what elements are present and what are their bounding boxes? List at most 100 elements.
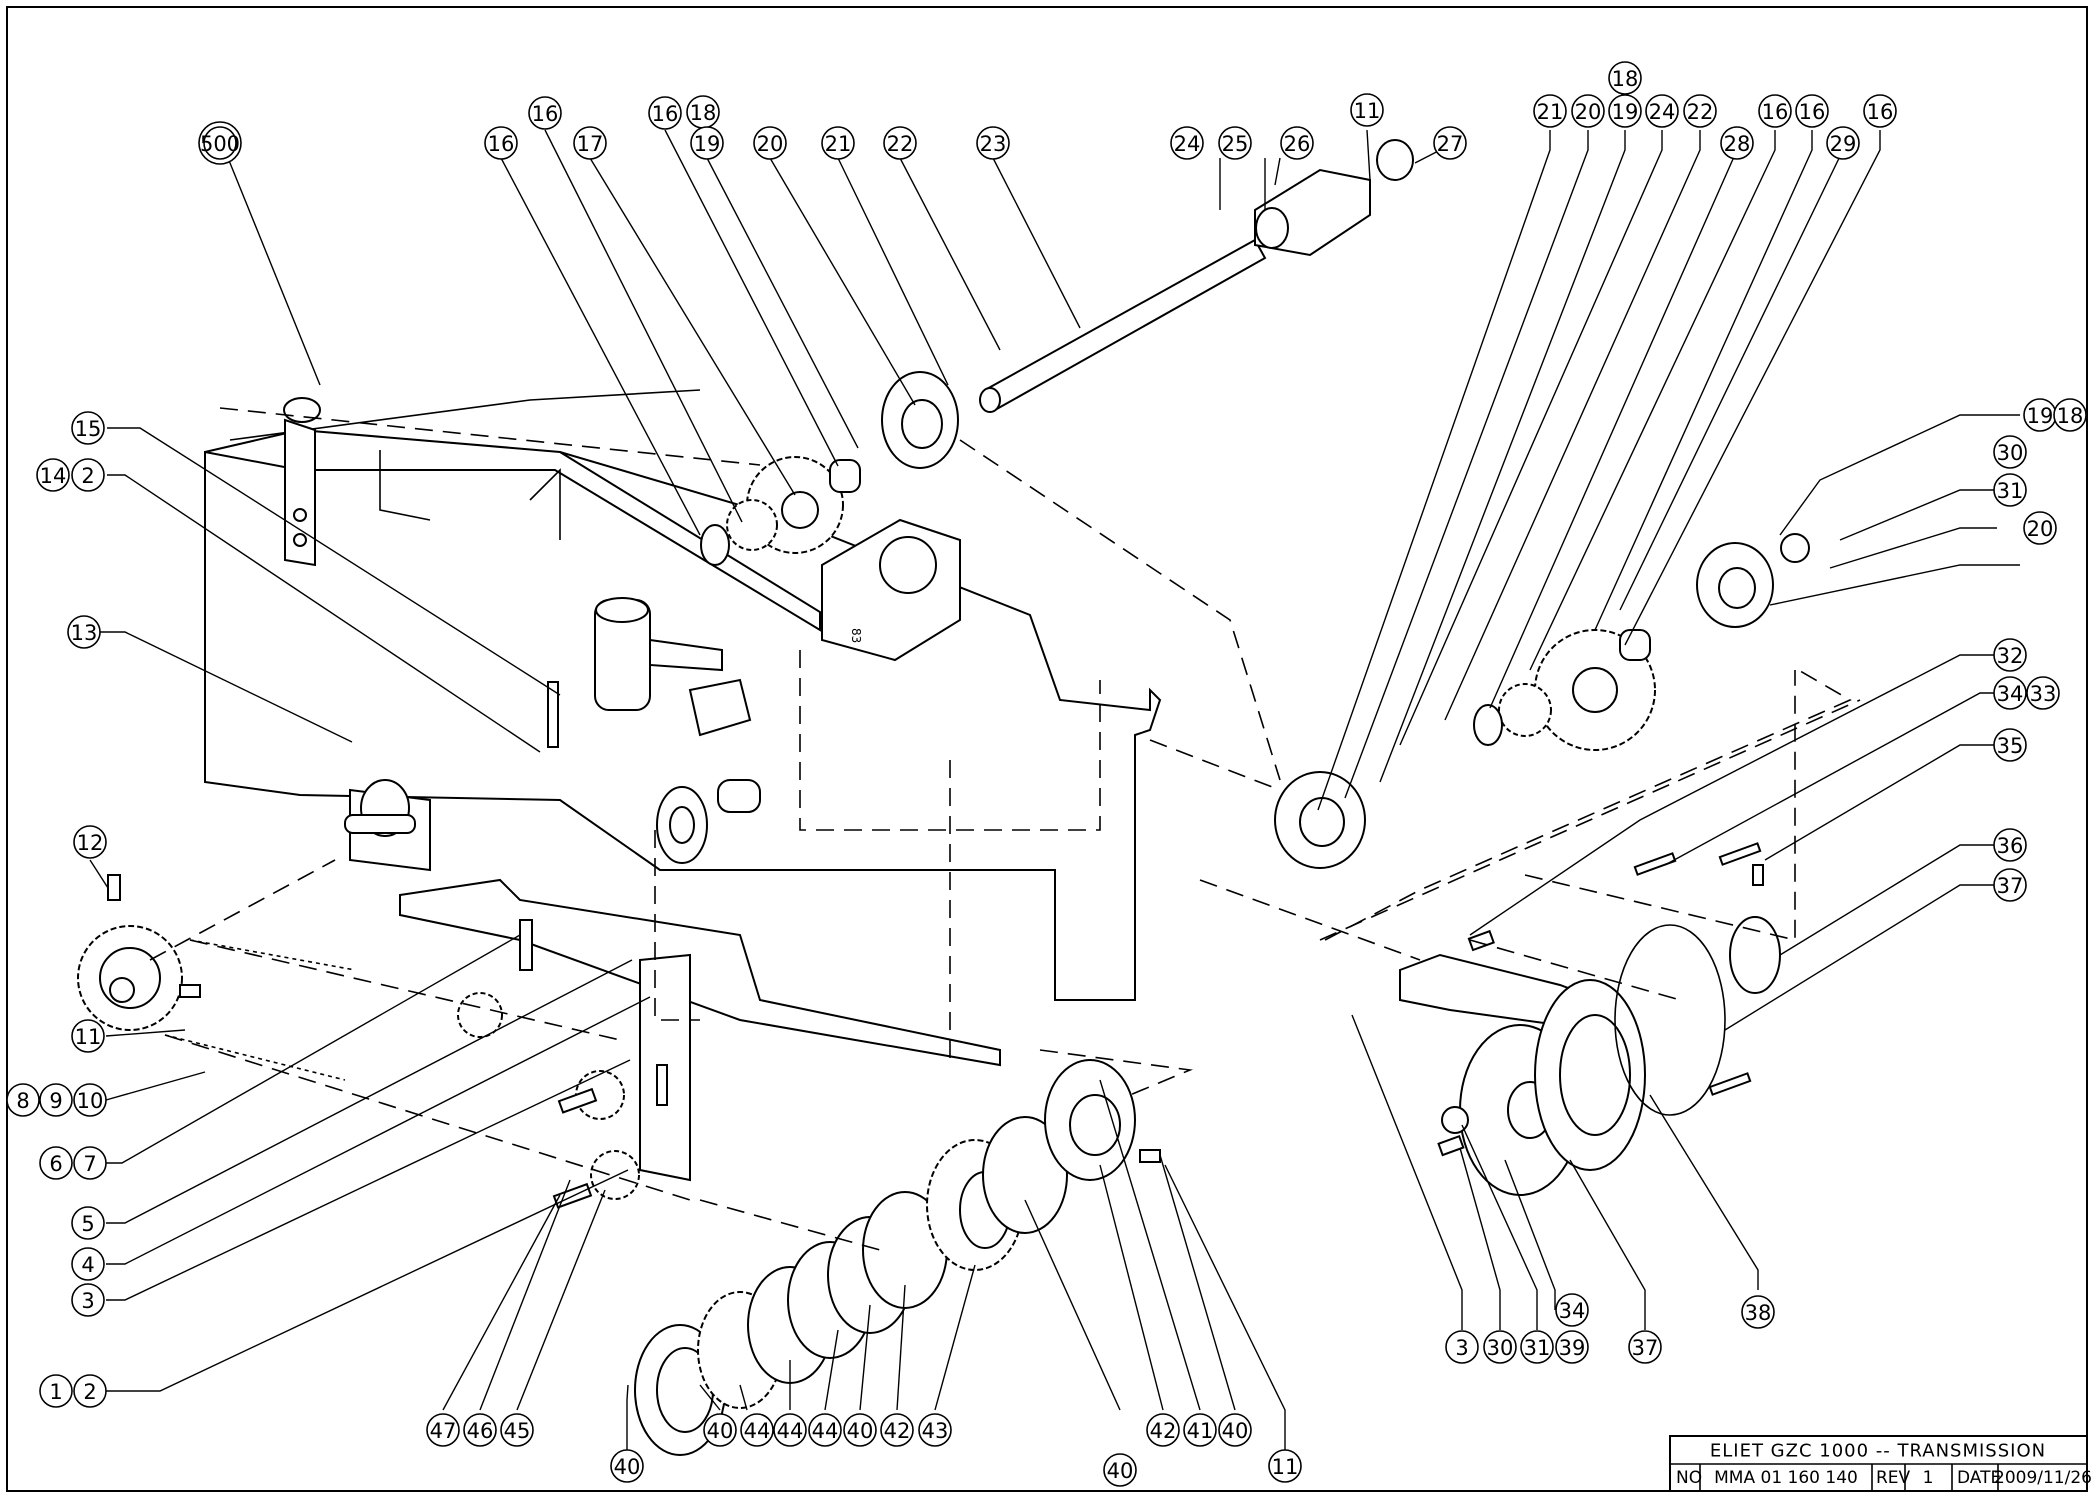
callout-16: 16: [648, 96, 682, 130]
callout-label: 45: [504, 1419, 531, 1443]
shaft-23-end: [979, 387, 1001, 413]
callout-label: 42: [1150, 1419, 1177, 1443]
bolt-right-lower: [1708, 1072, 1752, 1096]
date-label: DATE: [1957, 1468, 2001, 1488]
bolt-2: [547, 681, 559, 748]
callout-12: 12: [73, 825, 107, 859]
date-value: 2009/11/26: [1994, 1468, 2092, 1488]
callout-16: 16: [1795, 94, 1829, 128]
callout-37: 37: [1993, 868, 2027, 902]
callout-label: 16: [532, 102, 559, 126]
rev-label: REV: [1876, 1468, 1911, 1488]
callout-label: 20: [1575, 100, 1602, 124]
callout-47: 47: [426, 1413, 460, 1447]
callout-label: 30: [1997, 441, 2024, 465]
tensioner-slot: [656, 1064, 668, 1106]
callout-label: 2: [81, 464, 94, 488]
clutch-drum-38-inner: [1559, 1014, 1631, 1136]
callout-label: 5: [81, 1212, 94, 1236]
callout-label: 42: [884, 1419, 911, 1443]
callout-24: 24: [1170, 126, 1204, 160]
idler-sprocket-c: [457, 992, 503, 1038]
callout-40: 40: [843, 1413, 877, 1447]
callout-20: 20: [2023, 511, 2057, 545]
callout-label: 16: [1799, 100, 1826, 124]
callout-label: 13: [71, 621, 98, 645]
bolt-32: [1467, 929, 1495, 952]
callout-label: 19: [1612, 100, 1639, 124]
idler-sprocket-b: [590, 1150, 640, 1200]
callout-40: 40: [703, 1413, 737, 1447]
callout-18: 18: [2053, 398, 2087, 432]
cover-plate-37: [1614, 924, 1726, 1116]
callout-label: 37: [1997, 874, 2024, 898]
bolt-34: [1633, 852, 1677, 876]
gear-28: [1498, 683, 1552, 737]
callout-label: 40: [707, 1419, 734, 1443]
arm-500-bolt-a: [293, 508, 307, 522]
callout-38: 38: [1741, 1295, 1775, 1329]
callout-label: 44: [777, 1419, 804, 1443]
callout-10: 10: [73, 1083, 107, 1117]
flange-bearing-right-bore: [1299, 797, 1345, 847]
callout-label: 8: [16, 1089, 29, 1113]
callout-label: 26: [1284, 132, 1311, 156]
frame-top-rail: [204, 428, 821, 632]
no-label: NO: [1676, 1468, 1702, 1488]
callout-label: 16: [1867, 100, 1894, 124]
callout-label: 3: [81, 1289, 94, 1313]
callout-18: 18: [1608, 61, 1642, 95]
callout-22: 22: [883, 126, 917, 160]
callout-label: 31: [1524, 1336, 1551, 1360]
callout-label: 7: [83, 1152, 96, 1176]
sprocket-left-bore: [109, 977, 135, 1003]
bushing: [717, 779, 761, 813]
callout-label: 44: [744, 1419, 771, 1443]
rev-value: 1: [1923, 1468, 1934, 1488]
callout-label: 40: [1107, 1459, 1134, 1483]
callout-2: 2: [73, 1374, 107, 1408]
callout-label: 11: [1272, 1455, 1299, 1479]
callout-25: 25: [1218, 126, 1252, 160]
callout-28: 28: [1720, 126, 1754, 160]
callout-44: 44: [808, 1413, 842, 1447]
callout-label: 47: [430, 1419, 457, 1443]
callout-label: 38: [1745, 1301, 1772, 1325]
callout-19: 19: [690, 126, 724, 160]
callout-label: 35: [1997, 734, 2024, 758]
callout-16: 16: [1863, 94, 1897, 128]
callout-14: 14: [36, 458, 70, 492]
arm-500: [284, 418, 316, 567]
callout-label: 36: [1997, 834, 2024, 858]
callout-label: 18: [1612, 67, 1639, 91]
callout-label: 18: [690, 101, 717, 125]
leader-lines: [89, 129, 2020, 1450]
callout-label: 1: [49, 1380, 62, 1404]
title-block: ELIET GZC 1000 -- TRANSMISSION NO MMA 01…: [1669, 1435, 2092, 1492]
callout-label: 10: [77, 1089, 104, 1113]
callout-42: 42: [880, 1413, 914, 1447]
callout-label: 28: [1724, 132, 1751, 156]
callout-26: 26: [1280, 126, 1314, 160]
callout-31: 31: [1520, 1330, 1554, 1364]
set-screw-35: [1752, 864, 1764, 886]
callout-40: 40: [1103, 1453, 1137, 1487]
bolt-33: [1718, 842, 1762, 866]
callout-label: 12: [77, 831, 104, 855]
callout-22: 22: [1683, 94, 1717, 128]
callout-label: 43: [922, 1419, 949, 1443]
arm-500-bolt-b: [293, 533, 307, 547]
assembly-center-lines: [149, 407, 1861, 1251]
callout-label: 500: [200, 132, 240, 156]
frame-bottom-flange: [399, 878, 1001, 1067]
callout-18: 18: [686, 95, 720, 129]
callout-label: 24: [1649, 100, 1676, 124]
coupler-27: [1376, 139, 1414, 181]
callout-16: 16: [528, 96, 562, 130]
callout-500: 500: [198, 121, 242, 165]
callout-label: 22: [887, 132, 914, 156]
callout-label: 22: [1687, 100, 1714, 124]
callout-20: 20: [1571, 94, 1605, 128]
